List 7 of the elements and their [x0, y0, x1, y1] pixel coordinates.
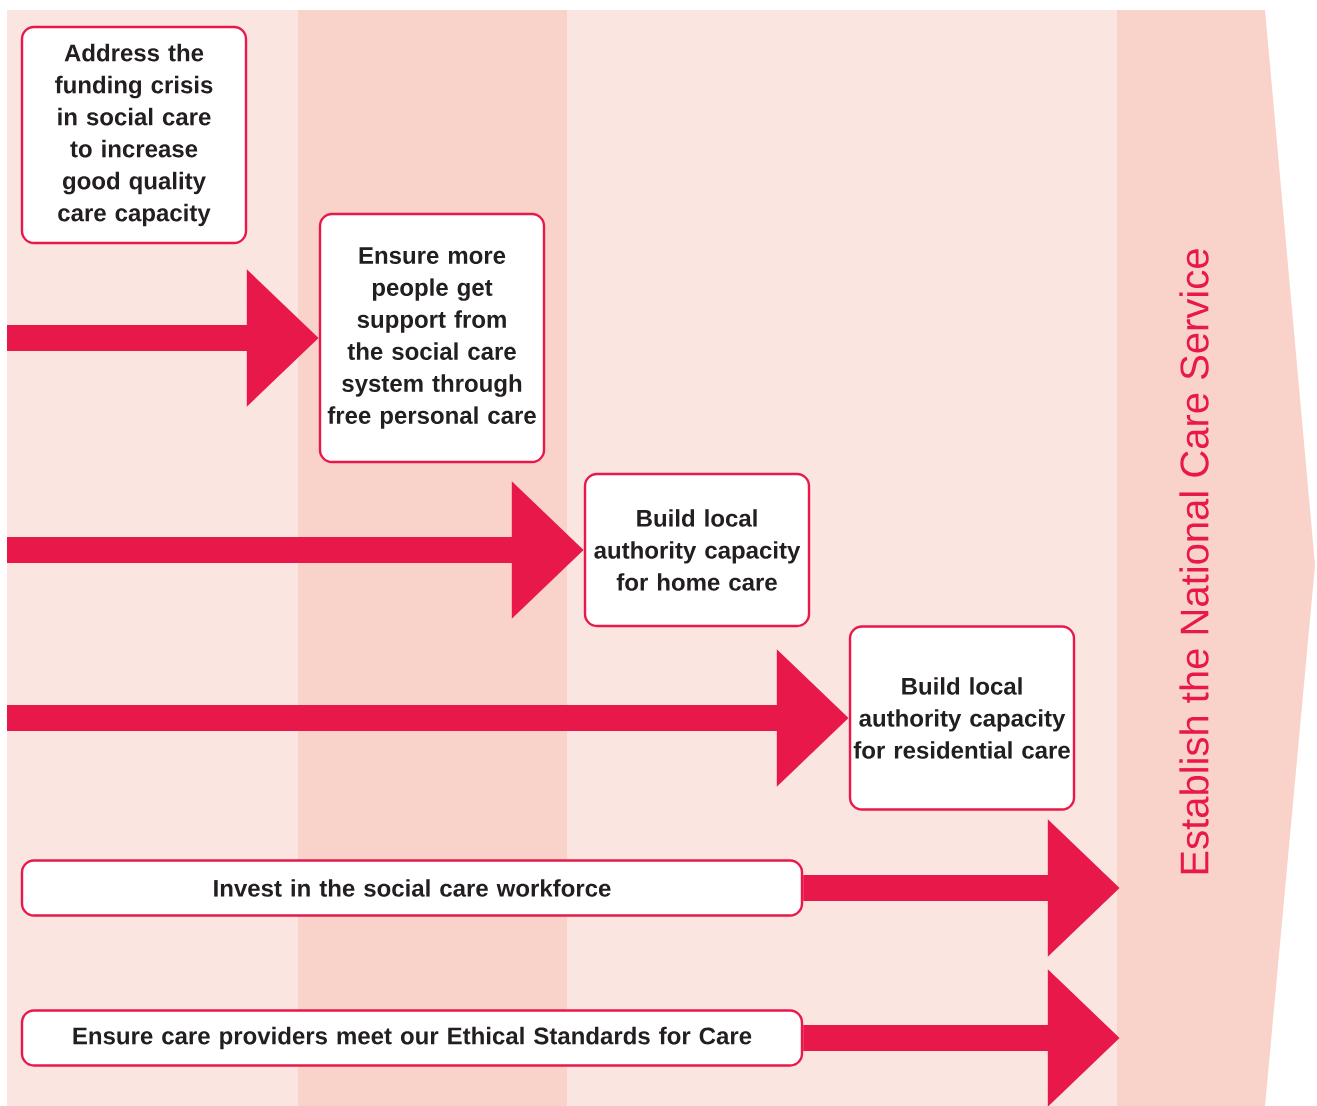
chevron-band: Establish the National Care Service [1117, 10, 1315, 1106]
goal-box: Build local authority capacity for residential care [848, 625, 1076, 811]
goal-box: Build local authority capacity for home care [583, 472, 811, 628]
goal-box: Ensure more people get support from the social care system through free personal care [318, 212, 546, 464]
goal-box: Address the funding crisis in social care to increase good quality care capacity [20, 25, 248, 245]
goal-box: Ensure care providers meet our Ethical Standards for Care [20, 1009, 804, 1067]
goal-box: Invest in the social care workforce [20, 859, 804, 917]
